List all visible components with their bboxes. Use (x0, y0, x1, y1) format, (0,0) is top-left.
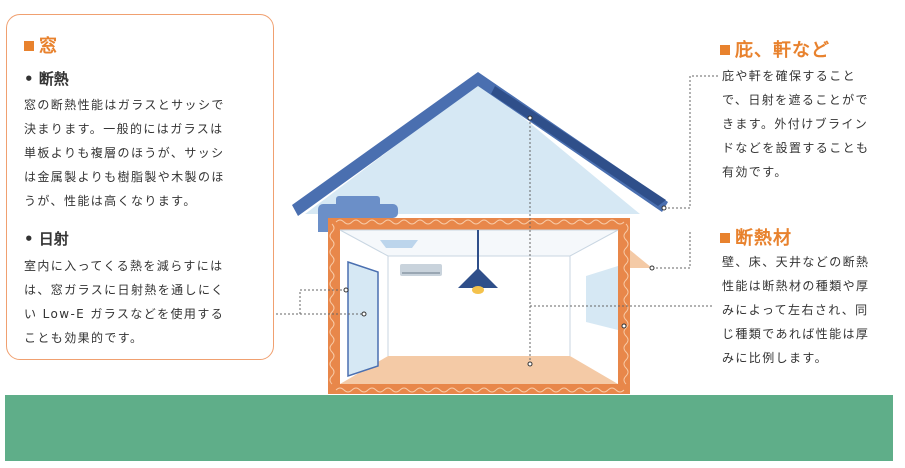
window-info-box (6, 14, 274, 360)
insulation-material-text: 壁、床、天井などの断熱 性能は断熱材の種類や厚 みによって左右され、同 じ種類で… (722, 255, 870, 365)
insulation-heading: • 断熱 (24, 70, 69, 88)
attic-space (305, 82, 640, 214)
orange-square-icon (720, 233, 730, 243)
window-title: 窓 (24, 32, 58, 58)
floor (340, 356, 618, 384)
outdoor-ac-unit (336, 196, 380, 216)
orange-square-icon (720, 45, 730, 55)
insulation-material-title: 断熱材 (720, 224, 792, 250)
solar-text: 室内に入ってくる熱を減らすには は、窓ガラスに日射熱を通しにく い Low-E … (24, 259, 225, 345)
orange-square-icon (24, 41, 34, 51)
eaves-text: 庇や軒を確保すること で、日射を遮ることがで きます。外付けブライン ドなどを設… (722, 69, 870, 179)
roof-solar-panel (491, 86, 666, 206)
ground (5, 395, 893, 461)
window-glass-left (347, 260, 379, 378)
solar-heading: • 日射 (24, 230, 69, 248)
eaves-title: 庇、軒など (720, 36, 830, 62)
indoor-ac (400, 264, 442, 276)
pendant-lamp (458, 268, 498, 288)
insulation-text: 窓の断熱性能はガラスとサッシで 決まります。一般的にはガラスは 単板よりも複層の… (24, 98, 225, 208)
window-glass-right (586, 266, 618, 330)
eave (630, 250, 652, 268)
